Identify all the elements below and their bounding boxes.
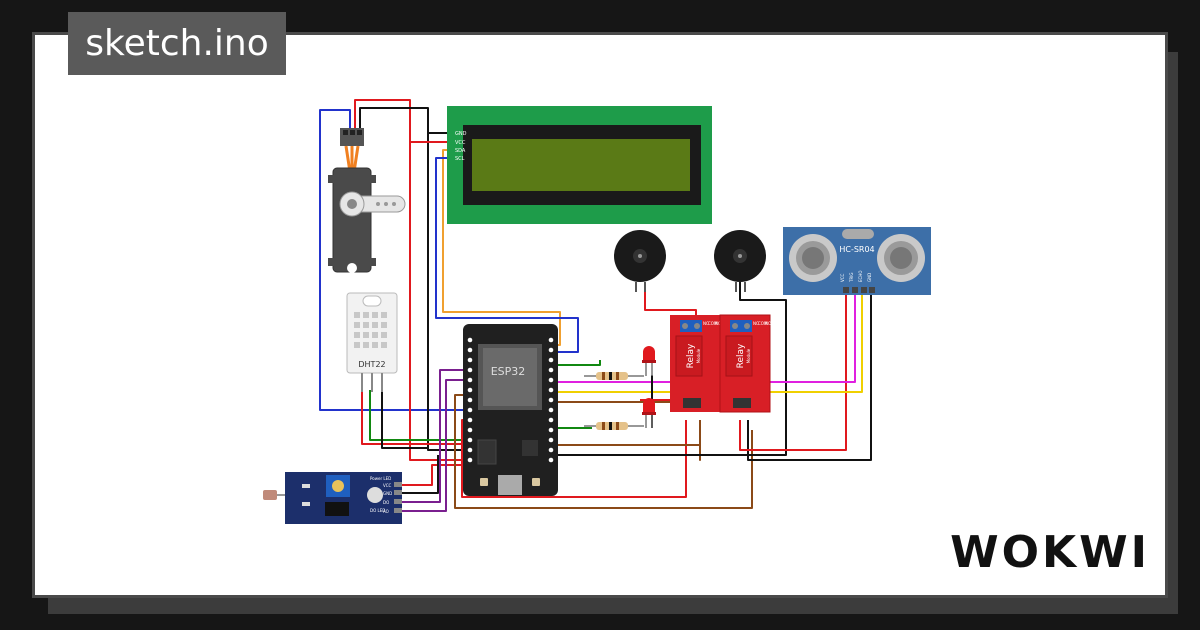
sketch-name-tab[interactable]: sketch.ino	[68, 12, 286, 75]
lcd-pin-sda: SDA	[455, 148, 466, 154]
relay-module-2[interactable]: NC COM NO Relay Module	[719, 314, 771, 413]
hc-pin-trig: TRIG	[849, 272, 854, 283]
esp32-label: ESP32	[491, 365, 526, 378]
relay1-pin-com: COM	[708, 321, 718, 326]
lcd-pin-scl: SCL	[455, 156, 465, 162]
relay1-pin-no: NO	[715, 321, 721, 326]
hc-pin-gnd: GND	[867, 273, 872, 282]
buzzer-1[interactable]	[614, 230, 666, 292]
resistor-1[interactable]	[584, 372, 644, 380]
relay2-pin-com: COM	[758, 321, 768, 326]
hc-sr04-label: HC-SR04	[839, 245, 874, 254]
wire-black-ldr	[398, 455, 439, 494]
esp32-board[interactable]: ESP32	[463, 324, 558, 496]
wire-red-hc	[739, 290, 847, 451]
wire-red-servo	[354, 99, 470, 461]
wire-red-buzzer1	[644, 282, 697, 320]
relay2-label: Relay	[736, 343, 746, 368]
ldr-pin-gnd: GND	[383, 491, 392, 496]
relay2-sublabel: Module	[746, 348, 751, 363]
wire-green-led1	[552, 360, 601, 366]
relay2-pin-no: NO	[765, 321, 771, 326]
ldr-sensor-module[interactable]: Power LED DO LED VCC GND DO AO	[263, 472, 402, 524]
ldr-do-led-label: DO LED	[370, 508, 385, 513]
wire-brown-right	[552, 420, 701, 461]
wire-black-hc	[747, 290, 872, 461]
wire-orange-lcd	[442, 149, 561, 346]
ldr-pin-do: DO	[383, 500, 389, 505]
wire-blue-lcd	[435, 157, 579, 353]
wire-purple-ldr1	[398, 369, 470, 503]
hc-pin-echo: ECHO	[858, 271, 863, 282]
wire-red-dht	[361, 390, 470, 445]
wire-black-servo	[359, 107, 470, 451]
lcd-pin-gnd: GND	[455, 131, 467, 137]
wire-black-dht	[381, 390, 428, 449]
resistor-2[interactable]	[584, 422, 644, 430]
lcd-display[interactable]: GND VCC SDA SCL	[447, 106, 712, 224]
buzzer-2[interactable]	[714, 230, 766, 292]
wire-yellow-hc	[552, 290, 863, 393]
wire-purple-ldr2	[398, 379, 470, 512]
hc-pin-vcc: VCC	[840, 273, 845, 282]
wire-red-ldr	[398, 464, 470, 486]
relay1-sublabel: Module	[696, 348, 701, 363]
lcd-pin-vcc: VCC	[455, 140, 466, 146]
ldr-pin-ao: AO	[383, 509, 389, 514]
led-red-1[interactable]	[642, 346, 656, 376]
wire-black-right	[552, 282, 787, 456]
led-red-2[interactable]	[642, 398, 656, 428]
relay-module-1[interactable]: NC COM NO Relay Module	[670, 315, 721, 412]
wire-green-dht	[369, 390, 470, 441]
hc-sr04-sensor[interactable]: HC-SR04 VCC TRIG ECHO GND	[783, 227, 931, 295]
wokwi-logo: WOKWI	[950, 527, 1150, 578]
ldr-pin-vcc: VCC	[383, 483, 392, 488]
dht22-sensor[interactable]: DHT22	[346, 292, 398, 392]
ldr-power-led-label: Power LED	[370, 476, 391, 481]
relay2-pin-nc: NC	[753, 321, 759, 326]
wire-brown-bottom	[454, 394, 753, 509]
servo-motor[interactable]	[328, 128, 406, 273]
dht22-label: DHT22	[358, 360, 385, 369]
wire-brown-relay	[552, 401, 677, 410]
relay1-label: Relay	[686, 343, 696, 368]
relay1-pin-nc: NC	[703, 321, 709, 326]
